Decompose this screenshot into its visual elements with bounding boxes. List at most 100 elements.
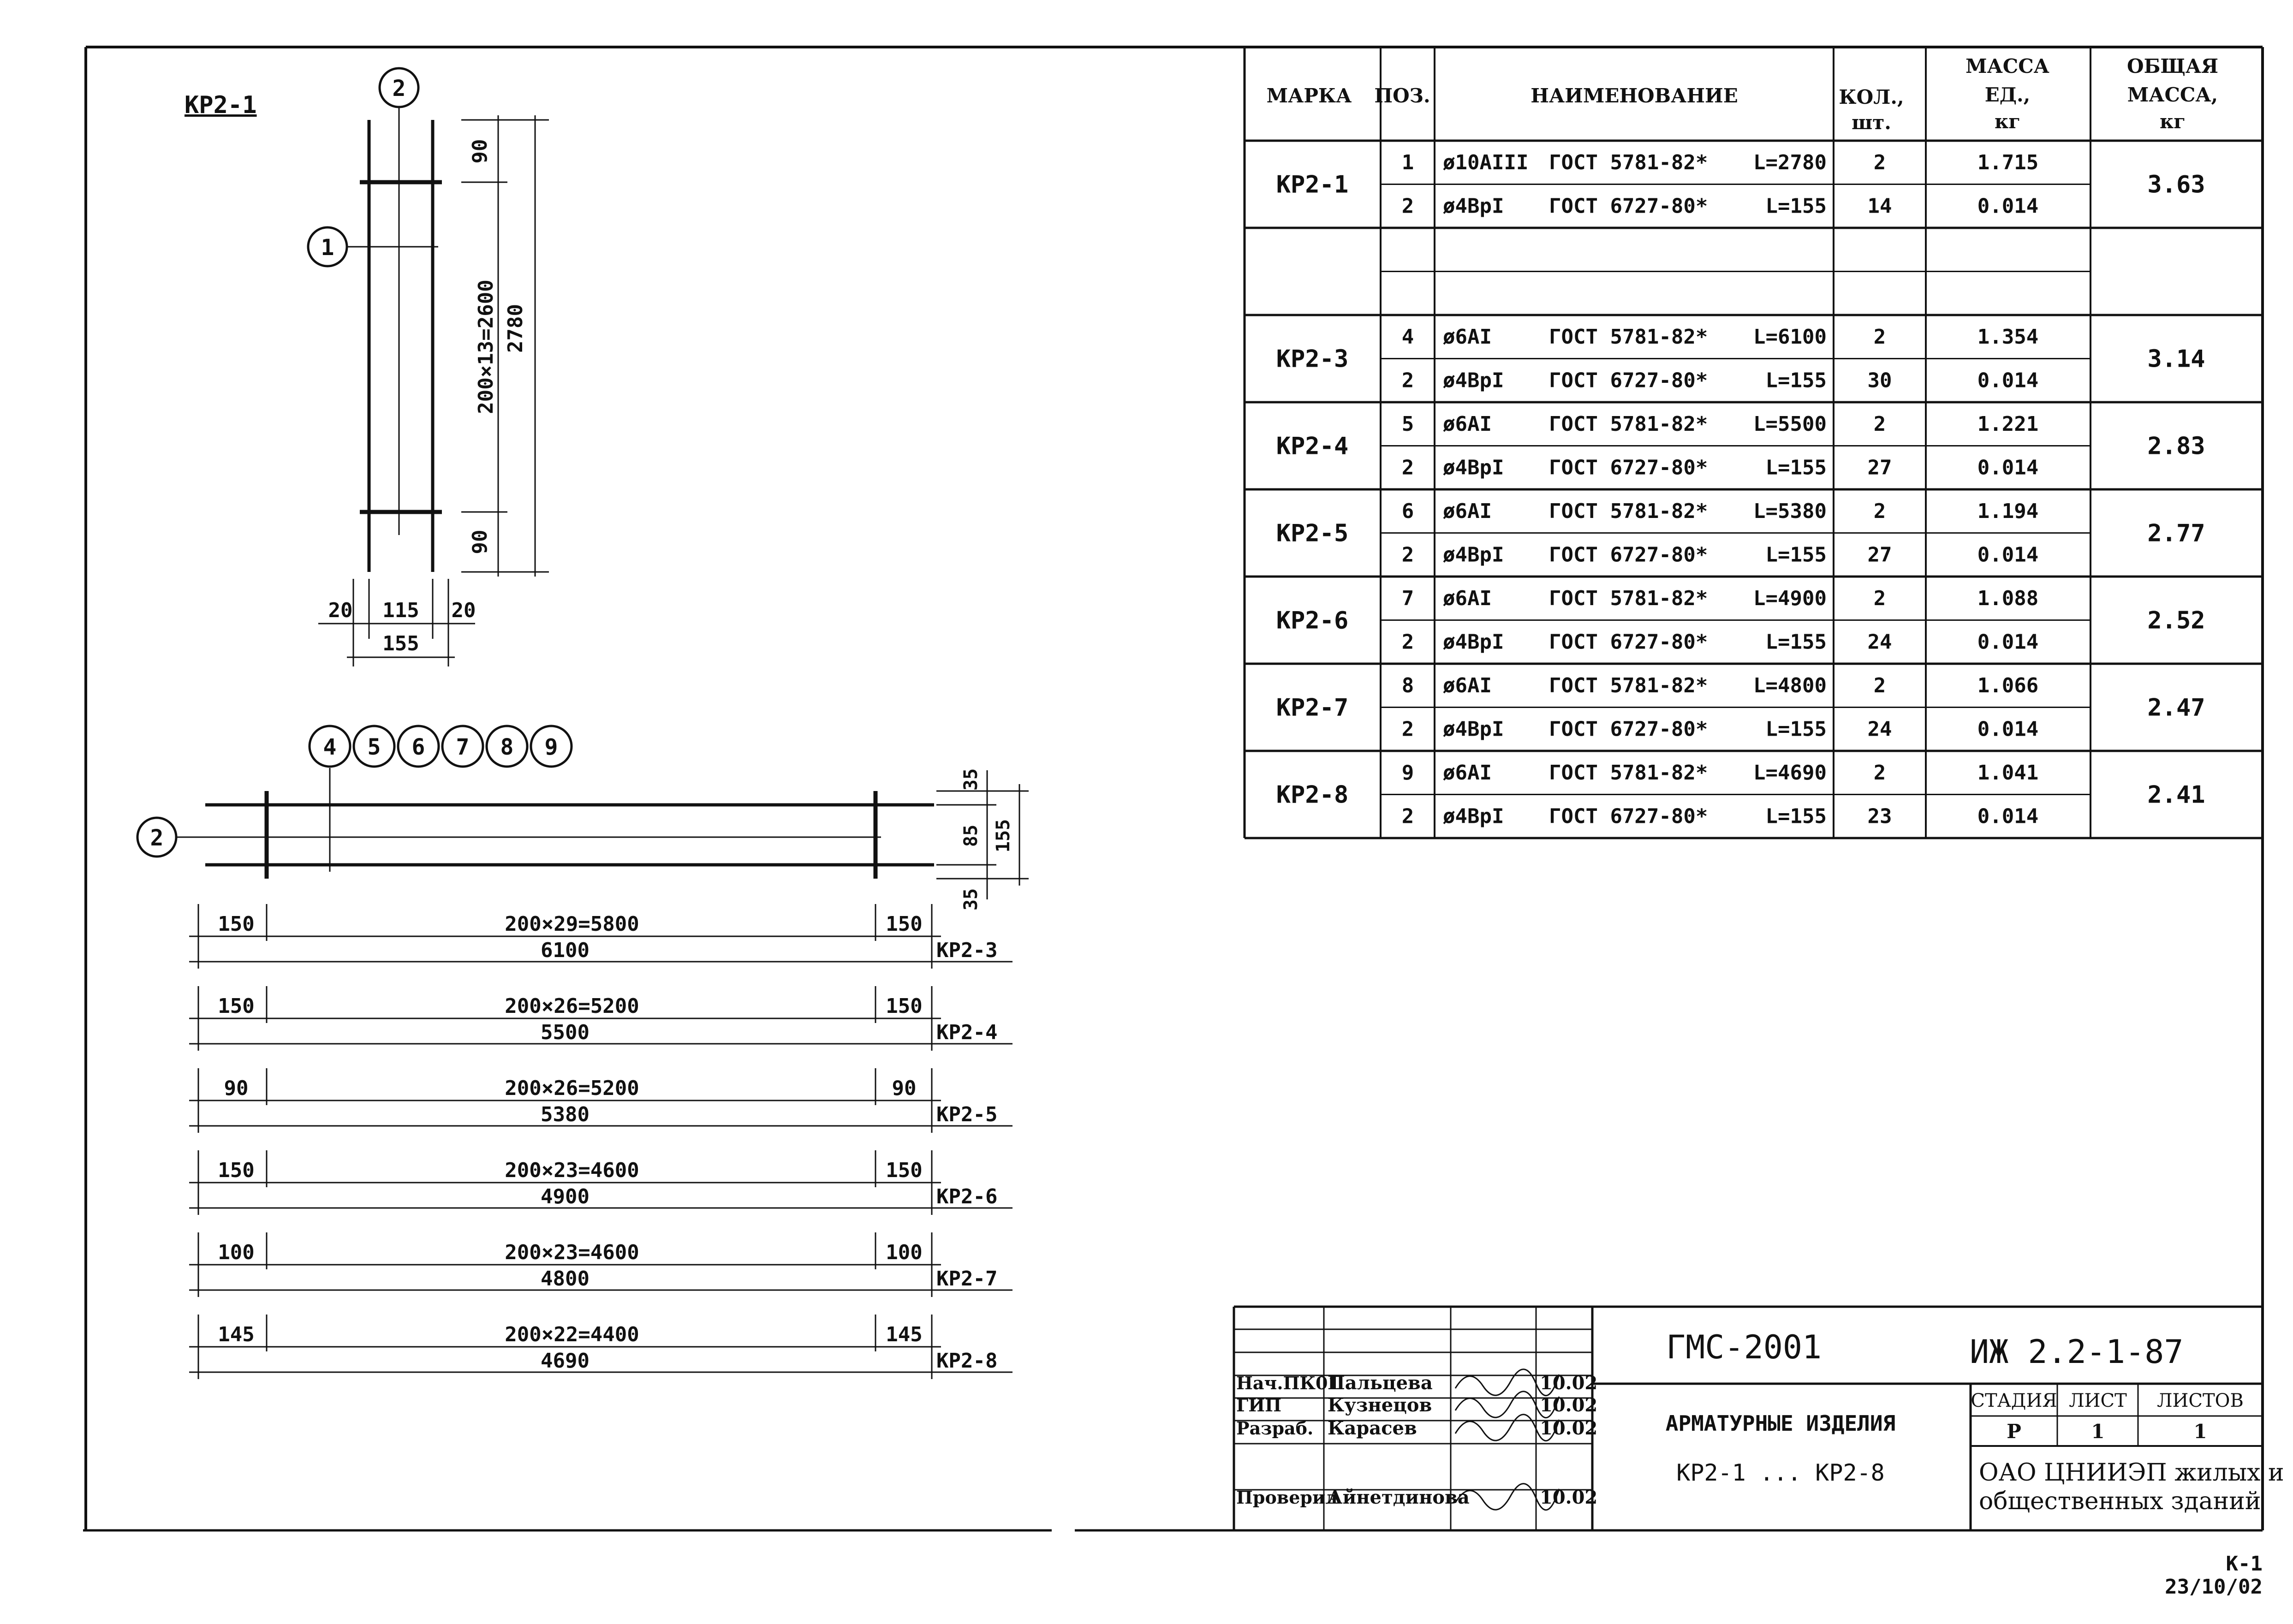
spec-total-mass: 2.77: [2147, 520, 2205, 547]
dim-mark: КР2-7: [936, 1267, 997, 1291]
spec-mark: КР2-8: [1276, 781, 1349, 809]
dim-total: 5380: [541, 1103, 590, 1126]
spec-length: L=155: [1766, 456, 1827, 480]
spec-qty: 2: [1874, 412, 1886, 436]
kp21-dim-mid: 200×13=2600: [474, 280, 498, 414]
position-bubble-label: 6: [412, 734, 425, 760]
dim-left: 150: [218, 912, 254, 936]
organization-2: общественных зданий: [1979, 1487, 2261, 1515]
spec-length: L=5380: [1753, 500, 1827, 523]
position-bubble-label: 4: [323, 734, 337, 760]
dim-mark: КР2-6: [936, 1185, 997, 1208]
position-bubble-label: 7: [456, 734, 470, 760]
spec-header-mark: МАРКА: [1267, 84, 1352, 107]
spec-qty: 27: [1868, 543, 1892, 567]
plan-dim-v-mid: 85: [960, 825, 982, 847]
footer-date: 23/10/02: [2165, 1575, 2263, 1599]
spec-header-tmass-1: ОБЩАЯ: [2127, 55, 2218, 77]
spec-gost: ГОСТ 5781-82*: [1549, 325, 1708, 349]
spec-header-umass-3: кг: [1995, 110, 2020, 133]
spec-mark: КР2-1: [1276, 171, 1349, 199]
signer-role: ГИП: [1236, 1395, 1281, 1416]
dim-middle: 200×23=4600: [505, 1159, 639, 1182]
spec-total-mass: 3.14: [2147, 345, 2205, 373]
document-title-2: КР2-1 ... КР2-8: [1676, 1459, 1885, 1486]
spec-mark: КР2-6: [1276, 607, 1349, 635]
signer-role: Проверил: [1236, 1487, 1338, 1508]
spec-qty: 30: [1868, 369, 1892, 393]
dim-total: 4900: [541, 1185, 590, 1208]
position-bubble-label: 8: [500, 734, 514, 760]
spec-diameter: ø4ВрI: [1443, 456, 1504, 480]
spec-gost: ГОСТ 5781-82*: [1549, 412, 1708, 436]
spec-header-umass-2: ЕД.,: [1985, 83, 2031, 106]
spec-diameter: ø6АI: [1443, 325, 1492, 349]
spec-header-name: НАИМЕНОВАНИЕ: [1531, 84, 1738, 107]
spec-header-qty-1: КОЛ.,: [1839, 86, 1904, 108]
sheets-header: ЛИСТОВ: [2157, 1390, 2244, 1411]
dim-middle: 200×29=5800: [505, 912, 639, 936]
dim-right: 145: [886, 1323, 922, 1346]
dim-right: 100: [886, 1241, 922, 1264]
signature-scribble: [1454, 1391, 1560, 1419]
spec-qty: 2: [1874, 761, 1886, 785]
position-bubble: [441, 725, 484, 768]
sheet-frame: [83, 46, 2264, 1532]
spec-gost: ГОСТ 6727-80*: [1549, 456, 1708, 480]
spec-header-pos: ПОЗ.: [1374, 84, 1430, 107]
position-bubble: [352, 725, 396, 768]
dim-right: 150: [886, 912, 922, 936]
document-title-1: АРМАТУРНЫЕ ИЗДЕЛИЯ: [1666, 1411, 1896, 1436]
spec-unit-mass: 0.014: [1977, 369, 2038, 393]
spec-length: L=155: [1766, 543, 1827, 567]
project-name: ГМС-2001: [1666, 1328, 1822, 1366]
dim-mark: КР2-5: [936, 1103, 997, 1126]
spec-header-tmass-2: МАССА,: [2127, 83, 2218, 106]
spec-gost: ГОСТ 6727-80*: [1549, 369, 1708, 393]
kp21-dim-width: 155: [382, 632, 419, 655]
spec-diameter: ø4ВрI: [1443, 369, 1504, 393]
stage-value: Р: [2007, 1420, 2021, 1443]
spec-diameter: ø4ВрI: [1443, 718, 1504, 741]
signer-name: Кузнецов: [1328, 1394, 1432, 1416]
spec-total-mass: 2.83: [2147, 433, 2205, 460]
spec-total-mass: 3.63: [2147, 171, 2205, 199]
spec-gost: ГОСТ 6727-80*: [1549, 718, 1708, 741]
spec-mark: КР2-5: [1276, 520, 1349, 547]
kp21-dim-top: 90: [468, 139, 492, 164]
signature-scribble: [1454, 1368, 1560, 1397]
plan-dim-v-total: 155: [993, 819, 1014, 852]
spec-unit-mass: 1.088: [1977, 587, 2038, 610]
spec-unit-mass: 1.221: [1977, 412, 2038, 436]
position-bubble: [308, 725, 351, 768]
dim-total: 6100: [541, 939, 590, 962]
kp21-pos-rod: 2: [393, 76, 406, 101]
sheet-value: 1: [2091, 1420, 2104, 1443]
spec-unit-mass: 1.354: [1977, 325, 2038, 349]
spec-length: L=155: [1766, 369, 1827, 393]
spec-mark: КР2-3: [1276, 345, 1349, 373]
spec-qty: 27: [1868, 456, 1892, 480]
spec-length: L=5500: [1753, 412, 1827, 436]
dim-left: 150: [218, 1159, 254, 1182]
spec-gost: ГОСТ 5781-82*: [1549, 761, 1708, 785]
spec-qty: 23: [1868, 805, 1892, 828]
spec-qty: 2: [1874, 325, 1886, 349]
kp21-title: КР2-1: [185, 91, 257, 119]
